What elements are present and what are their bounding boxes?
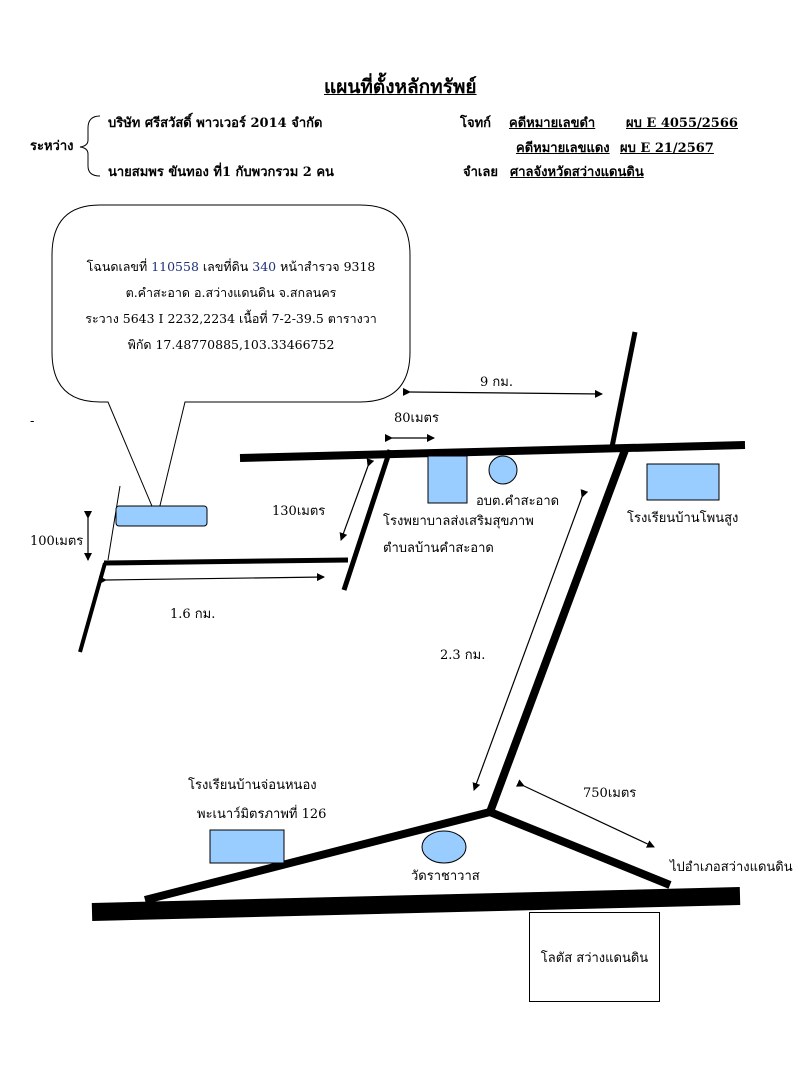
school-jon-marker — [209, 829, 285, 864]
road-south-highway — [91, 887, 741, 921]
label-school-jon-line2: พะเนาว์มิตรภาพที่ 126 — [197, 807, 327, 822]
between-label: ระหว่าง — [30, 139, 74, 154]
markers — [115, 455, 720, 864]
callout-text: โฉนดเลขที่ 110558 เลขที่ดิน 340 หน้าสำรว… — [62, 254, 400, 358]
black-case-number: ผบ E 4055/2566 — [626, 116, 738, 131]
road-land-boundary-thin — [107, 485, 121, 561]
black-case-label: คดีหมายเลขดำ — [509, 116, 596, 131]
label-school-phon: โรงเรียนบ้านโพนสูง — [627, 511, 739, 526]
land-number: 340 — [252, 259, 277, 274]
label-130m: 130เมตร — [272, 504, 326, 519]
callout-bubble — [51, 204, 411, 520]
arrow-2-3km — [472, 489, 589, 791]
red-case-label: คดีหมายเลขแดง — [516, 141, 610, 156]
label-temple: วัดราชาวาส — [411, 869, 480, 884]
obt-marker — [488, 455, 518, 485]
label-750m: 750เมตร — [583, 786, 637, 801]
temple-marker — [421, 830, 467, 864]
label-80m: 80เมตร — [394, 411, 439, 426]
callout-line-area: ระวาง 5643 I 2232,2234 เนื้อที่ 7-2-39.5… — [85, 311, 377, 326]
callout-line-deed: โฉนดเลขที่ 110558 เลขที่ดิน 340 หน้าสำรว… — [86, 259, 376, 274]
land-plot-marker — [115, 505, 208, 527]
road-north-horizontal — [239, 441, 746, 462]
label-lotus: โลตัส สว่างแดนดิน — [540, 950, 649, 966]
label-1-6km: 1.6 กม. — [170, 607, 216, 622]
road-north-vertical — [609, 331, 638, 448]
arrow-1-6km — [98, 573, 325, 585]
callout-line-coords: พิกัด 17.48770885,103.33466752 — [127, 337, 335, 352]
road-to-district — [488, 808, 672, 889]
label-obt: อบต.คำสะอาด — [476, 494, 560, 509]
plaintiff-name: บริษัท ศรีสวัสดิ์ พาวเวอร์ 2014 จำกัด — [108, 116, 323, 131]
arrow-750m — [515, 779, 655, 848]
deed-number: 110558 — [151, 259, 199, 274]
distance-arrows — [84, 387, 655, 848]
plaintiff-role: โจทก์ — [460, 116, 492, 131]
defendant-name: นายสมพร ขันทอง ที่1 กับพวกรวม 2 คน — [108, 165, 334, 180]
label-hospital-line2: ตำบลบ้านคำสะอาด — [383, 541, 494, 556]
school-phon-marker — [646, 463, 720, 501]
road-to-school — [144, 808, 491, 904]
defendant-role: จำเลย — [463, 165, 498, 180]
arrow-9km — [402, 387, 603, 398]
coordinates: 17.48770885,103.33466752 — [155, 337, 335, 352]
label-to-district: ไปอำเภอสว่างแดนดิน — [670, 860, 793, 875]
callout-line-location: ต.คำสะอาด อ.สว่างแดนดิน จ.สกลนคร — [125, 285, 337, 300]
lotus-store-box: โลตัส สว่างแดนดิน — [529, 912, 660, 1002]
arrow-130m — [339, 458, 375, 541]
label-100m: 100เมตร — [30, 534, 84, 549]
label-9km: 9 กม. — [480, 375, 513, 390]
label-school-jon-line1: โรงเรียนบ้านจ่อนหนอง — [188, 778, 317, 793]
dash-mark: - — [30, 414, 35, 429]
label-2-3km: 2.3 กม. — [440, 648, 486, 663]
red-case-number: ผบ E 21/2567 — [620, 141, 714, 156]
hospital-marker — [427, 455, 468, 504]
court-name: ศาลจังหวัดสว่างแดนดิน — [510, 165, 644, 180]
page-title: แผนที่ตั้งหลักทรัพย์ — [324, 76, 477, 98]
road-land-boundary — [78, 562, 107, 653]
road-access-horizontal — [103, 557, 349, 566]
label-hospital-line1: โรงพยาบาลส่งเสริมสุขภาพ — [383, 514, 534, 529]
